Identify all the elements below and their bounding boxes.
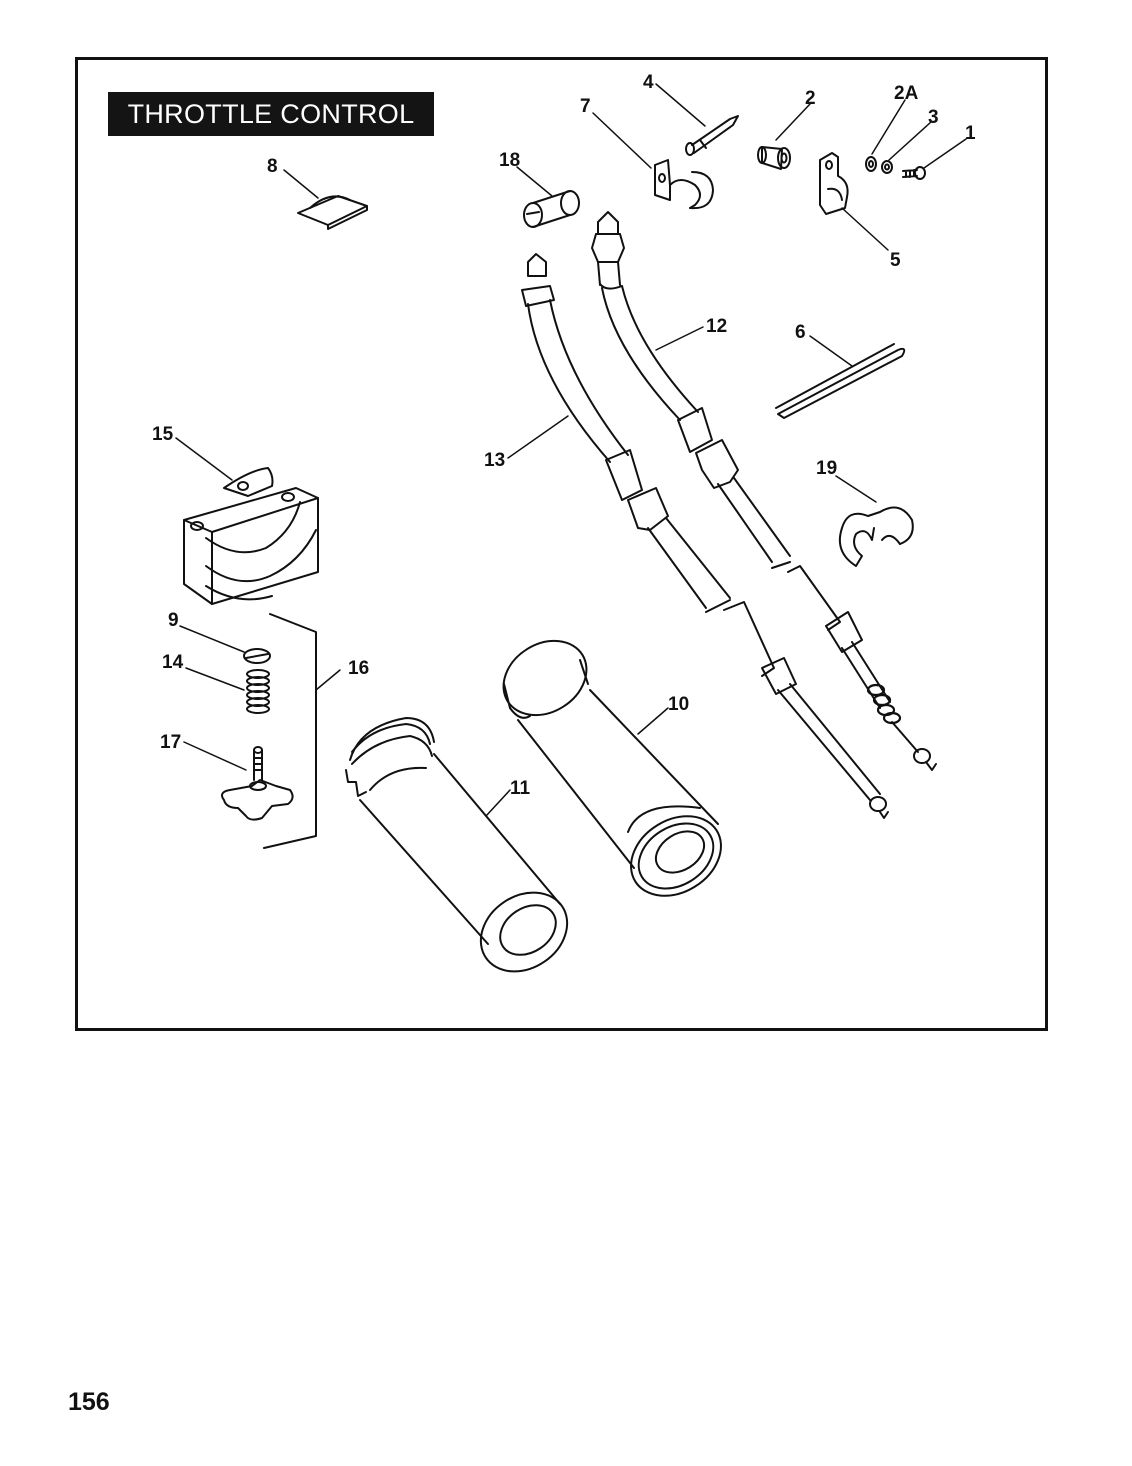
part-7-clamp: [654, 159, 714, 210]
callout-17: 17: [160, 732, 181, 753]
part-2-spacer: [757, 146, 791, 170]
part-1-screw: [902, 166, 926, 180]
part-10-grip: [502, 639, 722, 897]
part-4-rivet: [685, 115, 739, 156]
part-6-spring-clip: [775, 343, 906, 419]
part-8-cable-clip: [297, 195, 368, 230]
callout-5: 5: [890, 250, 901, 271]
part-11-throttle-sleeve: [345, 717, 569, 973]
callout-19: 19: [816, 458, 837, 479]
diagram-frame: [75, 57, 1048, 1031]
callout-labels: 4 7 2 2A 3 1 18 8 5 12 6 15 13 19 9 14 1…: [152, 72, 976, 799]
callout-1: 1: [965, 123, 976, 144]
page-number: 156: [68, 1388, 110, 1416]
part-2a-washer: [865, 156, 877, 172]
callout-15: 15: [152, 424, 174, 445]
part-17-adjuster-screw: [221, 746, 294, 821]
callout-12: 12: [706, 316, 727, 337]
callout-2a: 2A: [894, 83, 919, 104]
callout-10: 10: [668, 694, 689, 715]
callout-16: 16: [348, 658, 369, 679]
callout-2: 2: [805, 88, 816, 109]
part-19-guide: [838, 506, 914, 567]
housing-block: [183, 487, 319, 605]
callout-6: 6: [795, 322, 806, 343]
part-14-spring: [246, 669, 270, 714]
callout-14: 14: [162, 652, 184, 673]
part-18-ferrule: [523, 190, 580, 228]
callout-18: 18: [499, 150, 520, 171]
part-3-lockwasher: [881, 160, 893, 174]
part-5-bracket: [819, 152, 849, 215]
callout-3: 3: [928, 107, 939, 128]
part-16-bracket-line: [263, 613, 317, 849]
callout-11: 11: [510, 778, 531, 799]
part-12-throttle-cable: [591, 211, 937, 771]
callout-9: 9: [168, 610, 179, 631]
callout-13: 13: [484, 450, 505, 471]
leader-lines: [175, 83, 967, 817]
title-banner: THROTTLE CONTROL: [108, 92, 434, 136]
callout-4: 4: [643, 72, 654, 93]
part-9-cap: [243, 648, 271, 664]
callout-8: 8: [267, 156, 278, 177]
part-15-shoe: [223, 467, 274, 497]
part-13-idle-cable: [521, 253, 889, 819]
diagram-title: THROTTLE CONTROL: [127, 99, 415, 129]
callout-7: 7: [580, 96, 591, 117]
